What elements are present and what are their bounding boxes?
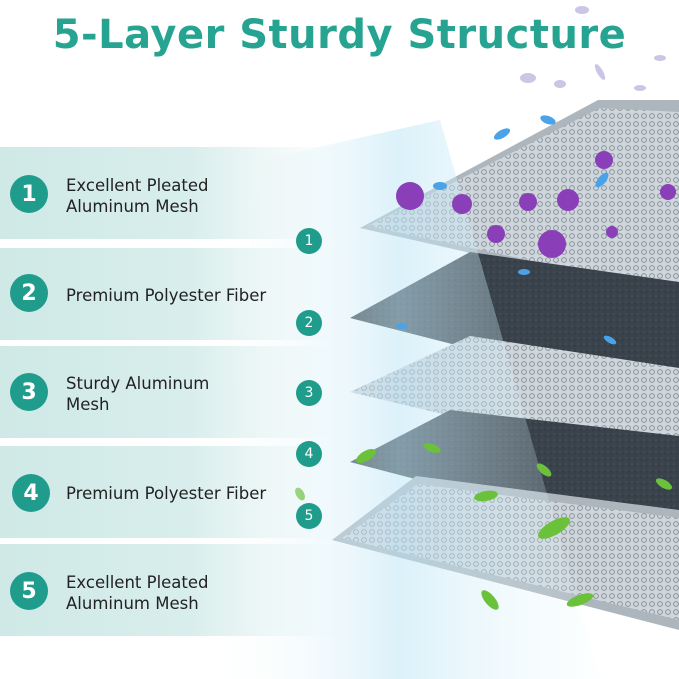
- layer-panel-1: 1 Excellent Pleated Aluminum Mesh: [0, 147, 340, 239]
- layer-panel-3: 3 Sturdy Aluminum Mesh: [0, 346, 340, 438]
- layer-number-badge: 5: [10, 572, 48, 610]
- dust-particles: [520, 6, 666, 91]
- layer-panel-2: 2 Premium Polyester Fiber: [0, 248, 340, 340]
- layer-number-badge: 2: [10, 274, 48, 312]
- virus-particles: [396, 151, 676, 258]
- page-title: 5-Layer Sturdy Structure: [52, 12, 627, 58]
- layer-panel-4: 4 Premium Polyester Fiber: [0, 446, 340, 538]
- layer-label: Excellent Pleated Aluminum Mesh: [66, 573, 209, 613]
- layer-label: Premium Polyester Fiber: [66, 286, 267, 305]
- layer-marker-4: 4: [296, 441, 322, 467]
- bacteria-particles: [396, 115, 617, 345]
- layer-marker-2: 2: [296, 310, 322, 336]
- layer-marker-3: 3: [296, 380, 322, 406]
- layer-number-badge: 4: [12, 474, 50, 512]
- layer-number-badge: 1: [10, 175, 48, 213]
- layer-number-badge: 3: [10, 373, 48, 411]
- layer-marker-1: 1: [296, 228, 322, 254]
- layer-label: Sturdy Aluminum Mesh: [66, 374, 210, 414]
- leaf-particles: [295, 443, 673, 610]
- layer-label: Excellent Pleated Aluminum Mesh: [66, 176, 209, 216]
- layer-label: Premium Polyester Fiber: [66, 484, 267, 503]
- layer-marker-5: 5: [296, 503, 322, 529]
- layer-panel-5: 5 Excellent Pleated Aluminum Mesh: [0, 544, 340, 636]
